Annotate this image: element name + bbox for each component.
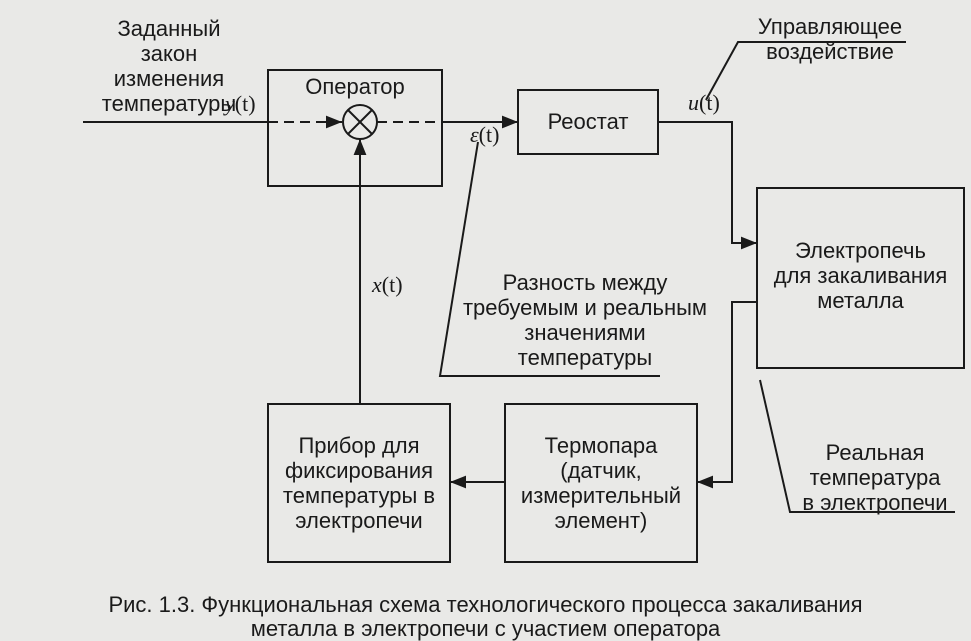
rheostat-label: Реостат xyxy=(547,109,629,134)
figure-caption-line1: Рис. 1.3. Функциональная схема технологи… xyxy=(108,592,863,617)
control-action-label: Управляющее воздействие xyxy=(757,14,903,64)
difference-label: Разность между требуемым и реальным знач… xyxy=(462,270,708,370)
figure-caption-line2: металла в электропечи с участием операто… xyxy=(250,616,721,641)
real-temperature-leader xyxy=(759,379,955,513)
furnace-box xyxy=(756,187,965,369)
control-action-leader xyxy=(705,41,906,101)
real-temperature-label: Реальная температура в электропечи xyxy=(802,440,948,515)
u-signal-label: u(t) xyxy=(688,90,720,115)
operator-box xyxy=(267,69,443,187)
difference-leader xyxy=(438,141,660,377)
setpoint-label: Заданный закон изменения температуры xyxy=(101,16,237,116)
thermocouple-label: Термопара (датчик, измерительный элемент… xyxy=(520,433,682,533)
y-signal-label: y(t) xyxy=(225,91,256,116)
instrument-label: Прибор для фиксирования температуры в эл… xyxy=(282,433,436,533)
furnace-label: Электропечь для закаливания металла xyxy=(773,238,948,313)
x-signal-label: x(t) xyxy=(372,272,403,297)
furnace-to-thermocouple xyxy=(697,301,757,489)
u-line xyxy=(658,121,757,250)
eps-signal-label: ε(t) xyxy=(470,122,500,147)
operator-label: Оператор xyxy=(305,74,405,99)
